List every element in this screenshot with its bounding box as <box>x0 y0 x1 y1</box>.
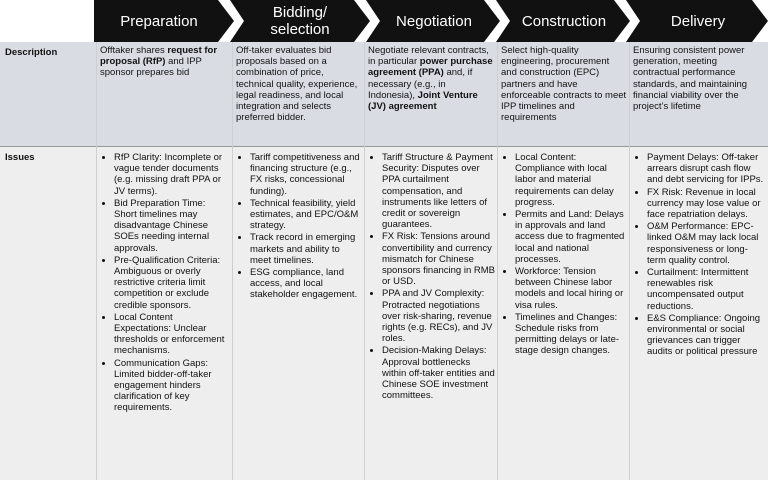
issues-list: Tariff competitiveness and financing str… <box>236 152 362 301</box>
stage-chevron-delivery: Delivery <box>626 0 768 42</box>
issues-list: Payment Delays: Off-taker arrears disrup… <box>633 152 765 358</box>
description-text: Offtaker shares <box>100 45 168 56</box>
issue-item: Tariff Structure & Payment Security: Dis… <box>382 152 495 230</box>
issue-item: Local Content: Compliance with local lab… <box>515 152 627 208</box>
stage-chevron-negotiation: Negotiation <box>366 0 500 42</box>
column-divider <box>497 42 498 480</box>
description-emphasis: request for proposal (RfP) <box>100 45 218 68</box>
description-text: Off-taker evaluates bid proposals based … <box>236 45 358 124</box>
issue-item: PPA and JV Complexity: Protracted negoti… <box>382 288 495 344</box>
description-text: and, if necessary (e.g., in Indonesia), <box>368 67 473 101</box>
description-text: and IPP sponsor prepares bid <box>100 56 202 79</box>
issue-item: Technical feasibility, yield estimates, … <box>250 198 362 232</box>
description-emphasis: power purchase agreement (PPA) <box>368 56 493 79</box>
description-cell-construction: Select high-quality engineering, procure… <box>501 45 627 123</box>
stage-label: Preparation <box>120 12 198 30</box>
issues-cell-construction: Local Content: Compliance with local lab… <box>501 152 627 358</box>
issues-list: RfP Clarity: Incomplete or vague tender … <box>100 152 230 414</box>
column-divider <box>232 42 233 480</box>
issues-label: Issues <box>5 152 35 163</box>
issue-item: Permits and Land: Delays in approvals an… <box>515 209 627 265</box>
stage-label: Construction <box>521 12 607 30</box>
issue-item: Decision-Making Delays: Approval bottlen… <box>382 345 495 401</box>
description-cell-negotiation: Negotiate relevant contracts, in particu… <box>368 45 495 112</box>
stage-label: Delivery <box>670 12 726 30</box>
issue-item: ESG compliance, land access, and local s… <box>250 267 362 301</box>
stage-label: Bidding/ selection <box>270 4 330 38</box>
description-cell-bidding: Off-taker evaluates bid proposals based … <box>236 45 362 123</box>
issues-list: Local Content: Compliance with local lab… <box>501 152 627 357</box>
description-label: Description <box>5 47 58 58</box>
issues-cell-preparation: RfP Clarity: Incomplete or vague tender … <box>100 152 230 415</box>
issue-item: Workforce: Tension between Chinese labor… <box>515 266 627 311</box>
stage-label: Negotiation <box>396 12 472 30</box>
description-text: Negotiate relevant contracts, in particu… <box>368 45 489 68</box>
issues-row <box>0 147 768 480</box>
issue-item: Timelines and Changes: Schedule risks fr… <box>515 312 627 357</box>
issue-item: RfP Clarity: Incomplete or vague tender … <box>114 152 230 197</box>
issue-item: FX Risk: Tensions around convertibility … <box>382 231 495 287</box>
issues-cell-delivery: Payment Delays: Off-taker arrears disrup… <box>633 152 765 359</box>
issue-item: Communication Gaps: Limited bidder-off-t… <box>114 358 230 414</box>
column-divider <box>96 42 97 480</box>
description-row <box>0 42 768 146</box>
issue-item: Payment Delays: Off-taker arrears disrup… <box>647 152 765 186</box>
description-text: Ensuring consistent power generation, me… <box>633 45 748 113</box>
issue-item: Bid Preparation Time: Short timelines ma… <box>114 198 230 254</box>
issue-item: Local Content Expectations: Unclear thre… <box>114 312 230 357</box>
stage-chevron-bidding: Bidding/ selection <box>230 0 370 42</box>
issue-item: O&M Performance: EPC-linked O&M may lack… <box>647 221 765 266</box>
issue-item: Pre-Qualification Criteria: Ambiguous or… <box>114 255 230 311</box>
issue-item: Tariff competitiveness and financing str… <box>250 152 362 197</box>
column-divider <box>364 42 365 480</box>
description-cell-preparation: Offtaker shares request for proposal (Rf… <box>100 45 230 79</box>
issue-item: Track record in emerging markets and abi… <box>250 232 362 266</box>
issue-item: FX Risk: Revenue in local currency may l… <box>647 187 765 221</box>
issue-item: E&S Compliance: Ongoing environmental or… <box>647 313 765 358</box>
stage-chevron-construction: Construction <box>496 0 630 42</box>
column-divider <box>629 42 630 480</box>
description-text: Select high-quality engineering, procure… <box>501 45 627 124</box>
description-cell-delivery: Ensuring consistent power generation, me… <box>633 45 765 112</box>
issue-item: Curtailment: Intermittent renewables ris… <box>647 267 765 312</box>
description-emphasis: Joint Venture (JV) agreement <box>368 89 478 113</box>
row-divider <box>0 146 768 147</box>
stage-chevron-preparation: Preparation <box>94 0 234 42</box>
issues-list: Tariff Structure & Payment Security: Dis… <box>368 152 495 401</box>
issues-cell-bidding: Tariff competitiveness and financing str… <box>236 152 362 302</box>
stage-header: Preparation Bidding/ selection Negotiati… <box>0 0 768 42</box>
issues-cell-negotiation: Tariff Structure & Payment Security: Dis… <box>368 152 495 402</box>
